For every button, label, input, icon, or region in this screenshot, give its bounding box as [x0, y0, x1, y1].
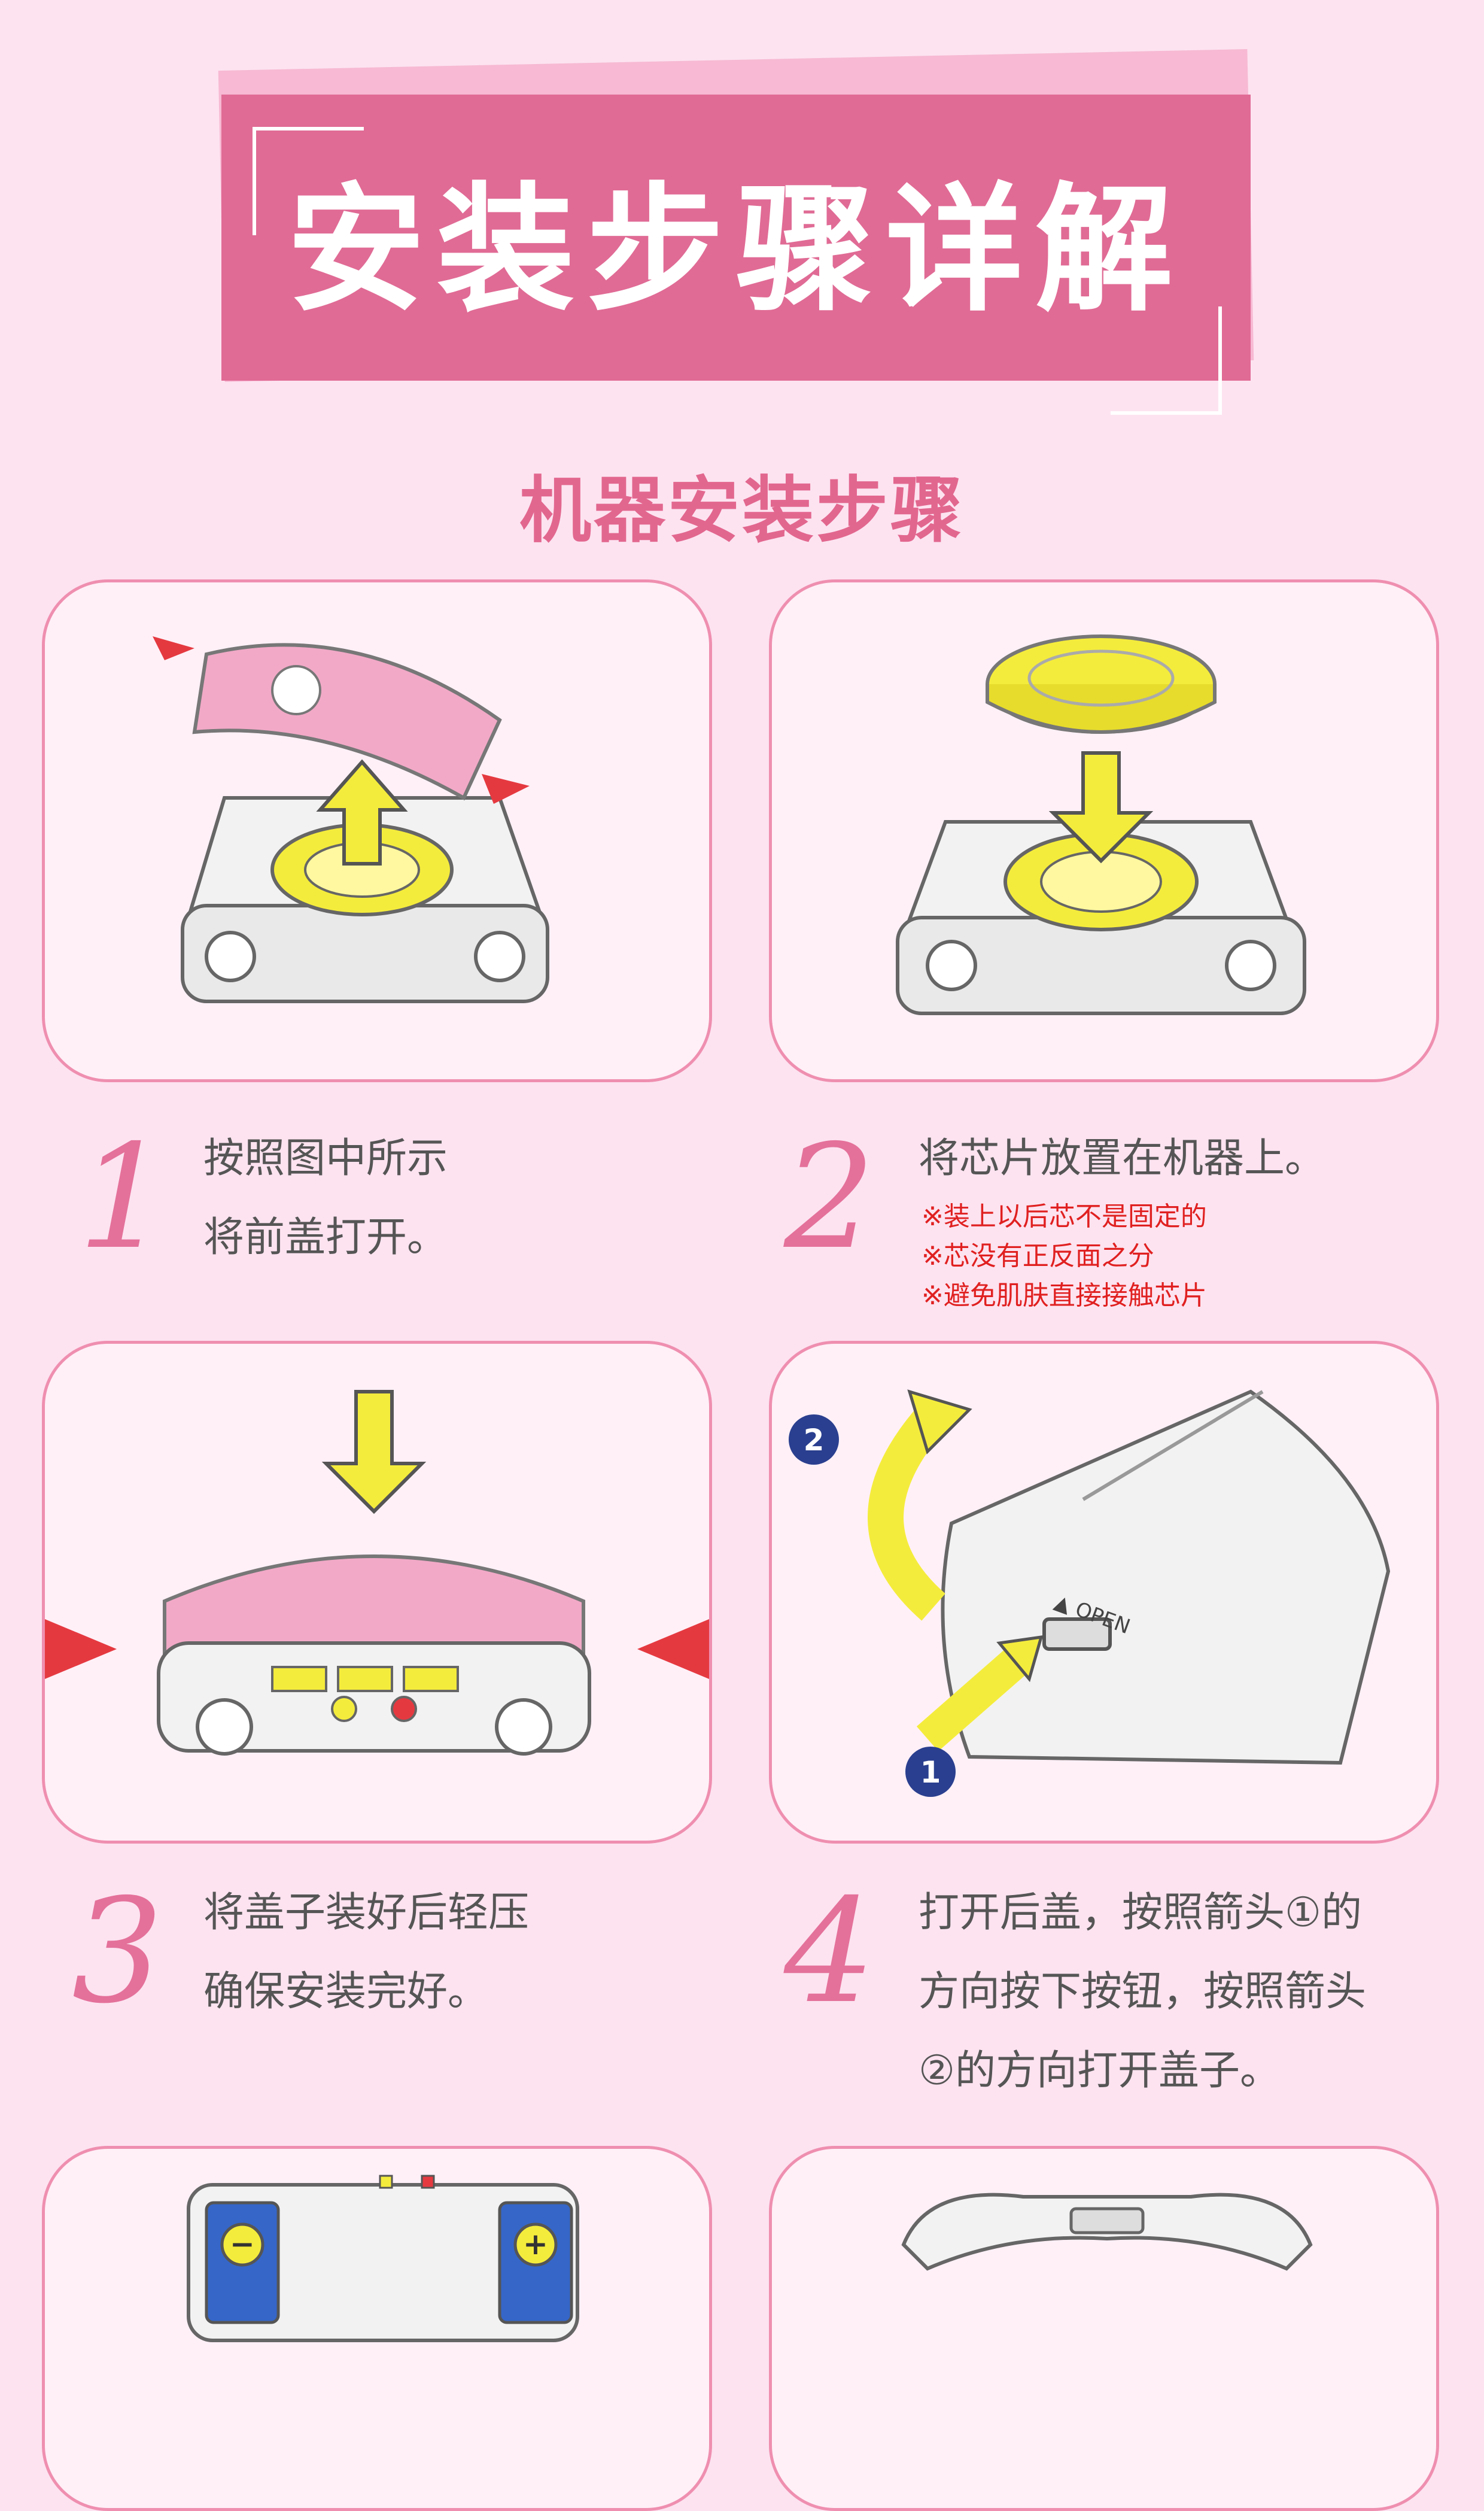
plus-sign: +: [523, 2227, 548, 2261]
banner: 安装步骤详解: [203, 49, 1257, 415]
arrow-up-icon: [316, 759, 408, 866]
indicator-light-icon: [391, 1696, 417, 1722]
step-1-line-1: 按照图中所示: [203, 1135, 448, 1182]
front-cover-icon: [192, 643, 502, 801]
step-2-note-2: ※芯没有正反面之分: [922, 1241, 1154, 1271]
device-front-icon: [157, 1641, 591, 1753]
step-1-number: 1: [78, 1113, 169, 1281]
step-4-text: 打开后盖，按照箭头①的 方向按下按钮，按照箭头 ②的方向打开盖子。: [919, 1874, 1366, 2111]
step-2-note-1: ※装上以后芯不是固定的: [922, 1201, 1207, 1232]
badge-1-label: 1: [920, 1755, 941, 1790]
open-button-icon: [1042, 1617, 1112, 1651]
curved-arrow-icon: [868, 1404, 947, 1621]
banner-title: 安装步骤详解: [287, 170, 1185, 330]
pointer-left-icon: [153, 636, 194, 660]
step-2-line-1: 将芯片放置在机器上。: [919, 1135, 1326, 1182]
step-2-note-3: ※避免肌肤直接接触芯片: [922, 1280, 1207, 1311]
step-2-text: 将芯片放置在机器上。: [919, 1119, 1325, 1198]
device-wheel-icon: [205, 931, 256, 982]
minus-sign: −: [230, 2227, 255, 2261]
step-3-text: 将盖子装好后轻压 确保安装完好。: [203, 1874, 529, 2032]
section-title: 机器安装步骤: [519, 469, 965, 552]
step-4-line-3: ②的方向打开盖子。: [919, 2047, 1281, 2094]
step-5-svg: − +: [187, 2175, 579, 2342]
step-4-illustration: ▲ OPEN 2 1: [769, 1341, 1439, 1844]
step-4-svg: ▲ OPEN 2 1: [789, 1389, 1391, 1797]
arrow-down-icon: [321, 1390, 427, 1514]
step-3-illustration: [42, 1341, 712, 1844]
step-4-number: 4: [784, 1868, 875, 2035]
arrow-up-right-icon: [996, 1635, 1044, 1683]
banner-corner-bottom-right: [1111, 306, 1222, 415]
step-1-svg: [153, 636, 549, 1003]
banner-corner-top-left: [253, 127, 364, 235]
badge-1-icon: [905, 1747, 956, 1797]
step-3-line-1: 将盖子装好后轻压: [203, 1889, 530, 1936]
step-2-notes: ※装上以后芯不是固定的 ※芯没有正反面之分 ※避免肌肤直接接触芯片: [922, 1197, 1207, 1316]
pointer-left-icon: [45, 1619, 117, 1679]
step-1-line-2: 将前盖打开。: [203, 1214, 448, 1261]
pointer-right-icon: [637, 1619, 709, 1679]
step-1-text: 按照图中所示 将前盖打开。: [203, 1119, 448, 1277]
cat-face-icon: [271, 665, 321, 715]
badge-2-icon: [789, 1414, 839, 1465]
step-5-illustration: − +: [42, 2146, 712, 2511]
step-3-number: 3: [72, 1868, 163, 2035]
arrow-down-icon: [1048, 751, 1154, 864]
step-4-line-2: 方向按下按钮，按照箭头: [919, 1968, 1367, 2015]
step-4-line-1: 打开后盖，按照箭头①的: [919, 1889, 1362, 1936]
step-3-line-2: 确保安装完好。: [203, 1968, 489, 2015]
step-1-illustration: [42, 579, 712, 1082]
badge-2-label: 2: [804, 1423, 825, 1458]
pointer-right-icon: [482, 774, 530, 804]
device-back-icon: [941, 1389, 1391, 1765]
step-6-svg: [901, 2193, 1313, 2271]
step-6-illustration: [769, 2146, 1439, 2511]
banner-background: [221, 95, 1251, 381]
switch-icon: [331, 1696, 357, 1722]
step-2-svg: [896, 634, 1306, 1015]
step-3-svg: [45, 1390, 709, 1756]
step-2-number: 2: [784, 1113, 875, 1281]
step-2-illustration: [769, 579, 1439, 1082]
